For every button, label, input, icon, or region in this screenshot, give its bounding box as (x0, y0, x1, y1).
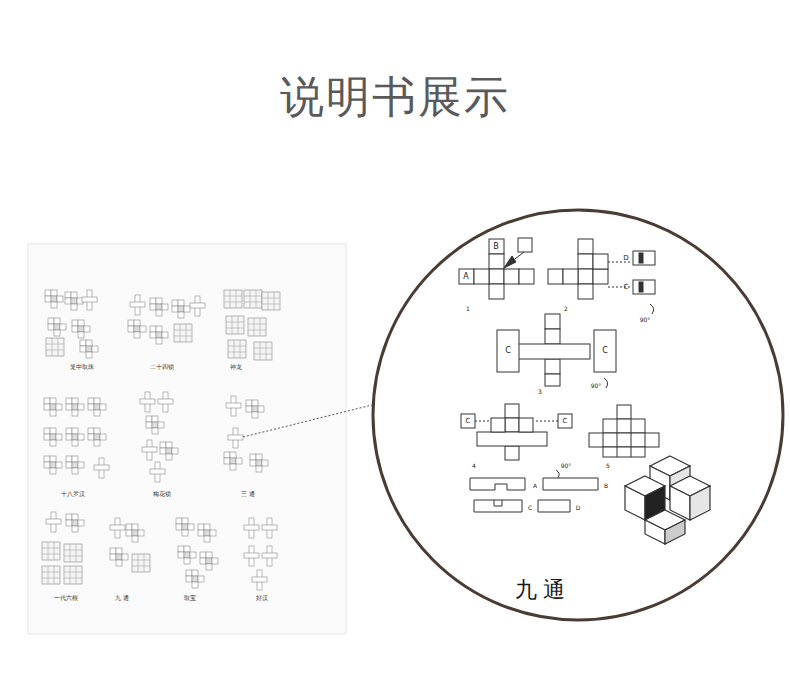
puzzle-name: 九 通 (115, 595, 129, 601)
puzzle-name: 梅花锁 (153, 491, 171, 497)
part-letter: C (602, 347, 608, 355)
part-letter: C (505, 347, 511, 355)
puzzle-name: 二十四锁 (150, 364, 174, 370)
caption-name: 九 通 (515, 579, 566, 601)
step-number: 2 (564, 306, 568, 312)
step-number: 1 (466, 306, 470, 312)
step-number: 4 (472, 463, 476, 469)
page-title: 说明书展示 (280, 75, 510, 119)
part-letter: A (533, 483, 537, 489)
rotation-label: 90° (640, 317, 651, 323)
puzzle-name: 十八罗汉 (61, 491, 85, 497)
puzzle-name: 好汉 (256, 595, 268, 601)
part-letter: A (463, 273, 468, 281)
puzzle-name: 笼中取珠 (70, 364, 94, 370)
puzzle-name: 一代六根 (54, 595, 78, 601)
part-letter: D (576, 505, 581, 511)
part-letter: C (466, 418, 471, 425)
rotation-label: 90° (561, 463, 572, 469)
step-number: 5 (606, 463, 610, 469)
puzzle-name: 神龙 (230, 364, 242, 370)
part-letter: C (563, 418, 568, 425)
puzzle-name: 三 通 (241, 491, 255, 497)
puzzle-name: 取宝 (184, 595, 196, 601)
part-letter: B (493, 243, 499, 251)
rotation-label: 90° (591, 383, 602, 389)
part-letter: D (623, 255, 628, 262)
part-letter: C (528, 505, 532, 511)
step-number: 3 (538, 389, 542, 395)
part-letter: C (624, 284, 629, 291)
part-letter: B (604, 483, 608, 489)
